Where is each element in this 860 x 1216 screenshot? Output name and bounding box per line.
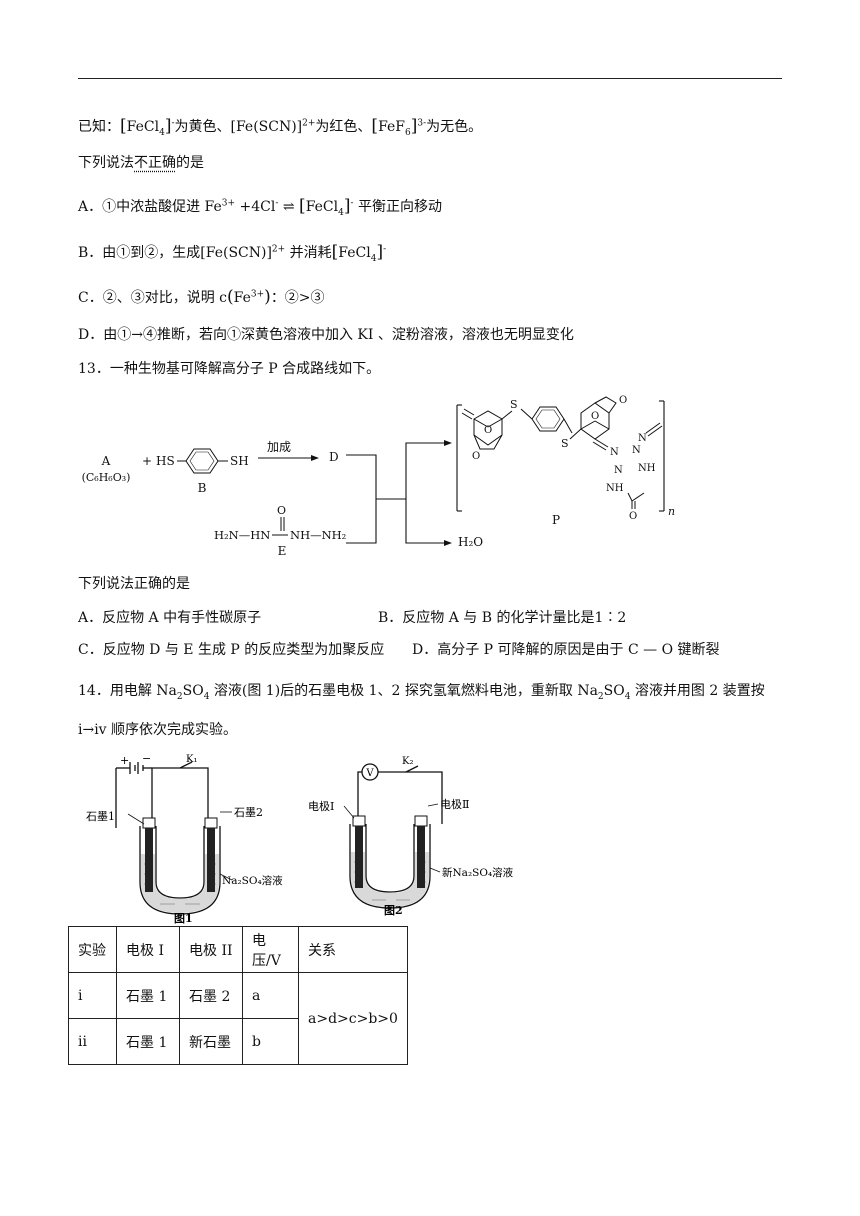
table-header: 电极 I bbox=[116, 926, 180, 973]
table-cell: i bbox=[68, 972, 117, 1019]
fig2-caption: 图2 bbox=[384, 904, 403, 917]
q13-option-c: C．反应物 D 与 E 生成 P 的反应类型为加聚反应 bbox=[78, 642, 385, 658]
svg-text:S: S bbox=[510, 398, 518, 411]
water-label: H₂O bbox=[458, 535, 483, 549]
electrode-ii bbox=[417, 826, 425, 888]
q13-stem: 13．一种生物基可降解高分子 P 合成路线如下。 bbox=[78, 361, 381, 377]
compound-a-formula: (C₆H₆O₃) bbox=[82, 471, 131, 484]
fig1-right-label: 石墨2 bbox=[234, 806, 263, 819]
arrow-label: 加成 bbox=[267, 440, 291, 454]
benzene-ring-b bbox=[185, 448, 219, 474]
table-cell: 石墨 1 bbox=[116, 1018, 180, 1065]
compound-e-label: E bbox=[278, 544, 287, 558]
known-line: 已知：[FeCl4]-为黄色、[Fe(SCN)]2+为红色、[FeF6]3-为无… bbox=[78, 116, 483, 138]
combine-bracket bbox=[346, 454, 377, 544]
table-header: 实验 bbox=[68, 926, 117, 973]
table-cell: ii bbox=[68, 1018, 117, 1065]
switch-k2 bbox=[405, 765, 419, 773]
electrode-i bbox=[355, 826, 363, 888]
synthesis-scheme: A (C₆H₆O₃) + HS SH B 加成 D H₂N—HN O NH—NH… bbox=[82, 395, 676, 558]
q14-stem-line1: 14．用电解 Na2SO4 溶液(图 1)后的石墨电极 1、2 探究氢氧燃料电池… bbox=[78, 683, 765, 702]
polymer-p-label: P bbox=[552, 513, 560, 527]
solution bbox=[141, 854, 219, 913]
new-solution bbox=[351, 852, 429, 907]
fig1-left-label: 石墨1 bbox=[86, 810, 115, 823]
q12-option-b: B．由①到②，生成[Fe(SCN)]2+ 并消耗[FeCl4]- bbox=[78, 242, 387, 264]
table-cell: a bbox=[242, 972, 299, 1019]
u-tube-2 bbox=[349, 824, 431, 909]
svg-text:−: − bbox=[142, 754, 151, 765]
svg-text:O: O bbox=[629, 511, 637, 522]
q13-row-cd: C．反应物 D 与 E 生成 P 的反应类型为加聚反应 D．高分子 P 可降解的… bbox=[78, 640, 720, 660]
svg-text:NH: NH bbox=[606, 483, 624, 494]
svg-text:V: V bbox=[365, 768, 374, 779]
table-row: i 石墨 1 石墨 2 a a>d>c>b>0 bbox=[68, 972, 408, 1065]
svg-text:N: N bbox=[632, 445, 641, 456]
compound-b-label: B bbox=[198, 481, 207, 495]
q12-prompt: 下列说法不正确的是 bbox=[78, 155, 204, 171]
fig1-caption: 图1 bbox=[174, 912, 193, 925]
compound-a-label: A bbox=[101, 454, 111, 468]
repeat-n: n bbox=[668, 505, 675, 518]
svg-text:N: N bbox=[638, 433, 647, 444]
header-rule bbox=[78, 78, 782, 79]
svg-text:S: S bbox=[561, 437, 569, 450]
q13-row-ab: A．反应物 A 中有手性碳原子 B．反应物 A 与 B 的化学计量比是1∶2 bbox=[78, 608, 626, 628]
e-left-label: H₂N—HN bbox=[214, 528, 270, 542]
voltmeter-icon bbox=[361, 763, 379, 781]
table-header-row: 实验 电极 I 电极 II 电压/V 关系 bbox=[68, 926, 408, 973]
svg-text:O: O bbox=[619, 395, 627, 406]
q14-stem-line2: i→iv 顺序依次完成实验。 bbox=[78, 722, 238, 738]
fig1-solution-label: Na₂SO₄溶液 bbox=[222, 874, 283, 887]
q13-option-b: B．反应物 A 与 B 的化学计量比是1∶2 bbox=[378, 610, 627, 626]
figure-1-electrolysis: + − K₁ 石墨1 石墨2 Na₂SO₄溶液 图1 bbox=[86, 754, 283, 925]
relation-cell: a>d>c>b>0 bbox=[298, 972, 408, 1065]
graphite-electrode-2 bbox=[207, 828, 215, 892]
experiment-table: 实验 电极 I 电极 II 电压/V 关系 i 石墨 1 石墨 2 a a>d>… bbox=[68, 926, 408, 1065]
fig2-solution-label: 新Na₂SO₄溶液 bbox=[442, 866, 514, 879]
svg-text:O: O bbox=[484, 425, 492, 436]
q13-prompt: 下列说法正确的是 bbox=[78, 576, 190, 592]
compound-d-label: D bbox=[329, 450, 339, 464]
q12-option-a: A．①中浓盐酸促进 Fe3+ +4Cl- ⇌ [FeCl4]- 平衡正向移动 bbox=[78, 196, 442, 218]
e-carbonyl-o: O bbox=[277, 504, 286, 517]
q13-option-a: A．反应物 A 中有手性碳原子 bbox=[78, 610, 262, 626]
fig2-left-label: 电极Ⅰ bbox=[308, 799, 334, 813]
table-cell: b bbox=[242, 1018, 299, 1065]
e-right-label: NH—NH₂ bbox=[290, 528, 346, 542]
table-cell: 石墨 1 bbox=[116, 972, 180, 1019]
svg-text:O: O bbox=[472, 451, 480, 462]
plus-sign: + bbox=[142, 454, 152, 468]
table-cell: 新石墨 bbox=[179, 1018, 243, 1065]
b-hs-label: HS bbox=[156, 454, 175, 468]
figure-2-fuel-cell: V K₂ 电极Ⅰ 电极Ⅱ 新Na₂SO₄溶液 图2 bbox=[308, 756, 514, 917]
q13-option-d: D．高分子 P 可降解的原因是由于 C — O 键断裂 bbox=[412, 642, 720, 658]
table-header: 电极 II bbox=[179, 926, 243, 973]
table-header: 关系 bbox=[298, 926, 408, 973]
graphite-electrode-1 bbox=[145, 828, 153, 892]
svg-text:K₁: K₁ bbox=[186, 754, 197, 765]
svg-text:K₂: K₂ bbox=[402, 756, 413, 767]
svg-text:NH: NH bbox=[638, 463, 656, 474]
table-row: ii 石墨 1 新石墨 b bbox=[68, 1018, 408, 1065]
switch-k1 bbox=[179, 761, 193, 769]
benzene-ring-p bbox=[531, 406, 565, 432]
table-cell: 石墨 2 bbox=[179, 972, 243, 1019]
q12-option-c: C．②、③对比，说明 c(Fe3+)：②>③ bbox=[78, 287, 325, 307]
u-tube bbox=[139, 826, 221, 915]
svg-text:N: N bbox=[610, 447, 619, 458]
svg-text:N: N bbox=[614, 465, 623, 476]
svg-text:+: + bbox=[120, 754, 129, 767]
table-header: 电压/V bbox=[242, 926, 299, 973]
svg-text:O: O bbox=[591, 411, 599, 422]
q12-option-d: D．由①→④推断，若向①深黄色溶液中加入 KI 、淀粉溶液，溶液也无明显变化 bbox=[78, 327, 574, 343]
fig2-right-label: 电极Ⅱ bbox=[440, 797, 469, 811]
b-sh-label: SH bbox=[230, 454, 249, 468]
